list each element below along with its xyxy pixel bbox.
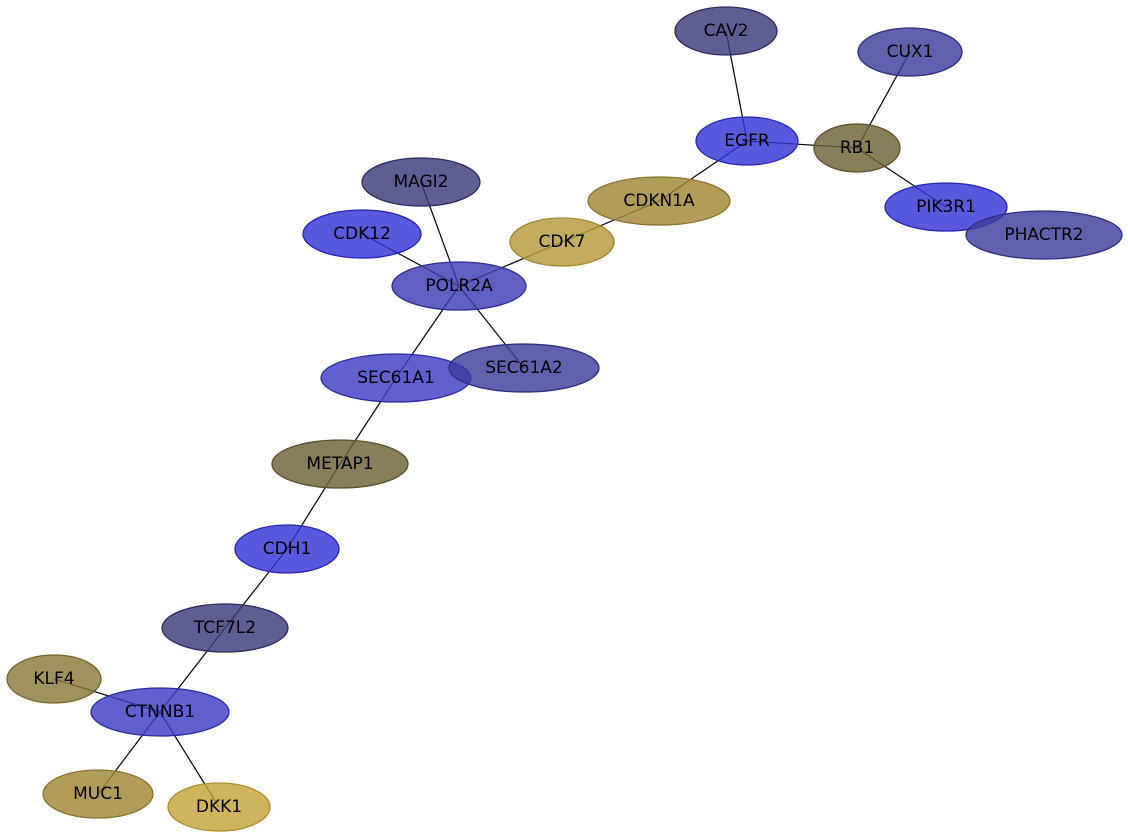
node-klf4[interactable]: KLF4 xyxy=(6,654,102,704)
node-shape-rb1[interactable] xyxy=(813,123,901,173)
node-shape-egfr[interactable] xyxy=(695,116,799,166)
node-shape-cdkn1a[interactable] xyxy=(587,176,731,226)
node-magi2[interactable]: MAGI2 xyxy=(361,157,481,207)
node-shape-polr2a[interactable] xyxy=(391,261,527,311)
node-cav2[interactable]: CAV2 xyxy=(674,6,778,56)
node-label-muc1: MUC1 xyxy=(73,784,123,804)
node-cdh1[interactable]: CDH1 xyxy=(234,524,340,574)
node-label-rb1: RB1 xyxy=(840,138,874,158)
node-shape-metap1[interactable] xyxy=(271,439,409,489)
node-label-cdkn1a: CDKN1A xyxy=(623,191,695,211)
node-label-tcf7l2: TCF7L2 xyxy=(193,618,256,638)
node-shape-cav2[interactable] xyxy=(674,6,778,56)
node-pik3r1[interactable]: PIK3R1 xyxy=(884,182,1008,232)
node-label-klf4: KLF4 xyxy=(33,669,74,689)
node-dkk1[interactable]: DKK1 xyxy=(167,782,271,832)
node-label-egfr: EGFR xyxy=(724,131,770,151)
node-sec61a1[interactable]: SEC61A1 xyxy=(320,353,472,403)
node-shape-cux1[interactable] xyxy=(857,27,963,77)
node-shape-cdk12[interactable] xyxy=(302,209,422,259)
node-shape-klf4[interactable] xyxy=(6,654,102,704)
node-shape-dkk1[interactable] xyxy=(167,782,271,832)
node-label-cav2: CAV2 xyxy=(704,21,749,41)
node-shape-phactr2[interactable] xyxy=(965,210,1123,260)
node-label-cdk12: CDK12 xyxy=(333,224,391,244)
node-shape-cdk7[interactable] xyxy=(509,217,615,267)
node-cdkn1a[interactable]: CDKN1A xyxy=(587,176,731,226)
node-cux1[interactable]: CUX1 xyxy=(857,27,963,77)
node-shape-sec61a2[interactable] xyxy=(448,343,600,393)
node-cdk7[interactable]: CDK7 xyxy=(509,217,615,267)
node-shape-magi2[interactable] xyxy=(361,157,481,207)
node-label-cdh1: CDH1 xyxy=(263,539,312,559)
node-shape-cdh1[interactable] xyxy=(234,524,340,574)
node-ctnnb1[interactable]: CTNNB1 xyxy=(90,687,230,737)
node-label-ctnnb1: CTNNB1 xyxy=(125,702,195,722)
node-label-polr2a: POLR2A xyxy=(425,276,493,296)
node-rb1[interactable]: RB1 xyxy=(813,123,901,173)
node-label-cux1: CUX1 xyxy=(887,42,934,62)
node-phactr2[interactable]: PHACTR2 xyxy=(965,210,1123,260)
node-label-magi2: MAGI2 xyxy=(393,172,448,192)
node-label-phactr2: PHACTR2 xyxy=(1004,225,1083,245)
node-label-cdk7: CDK7 xyxy=(539,232,586,252)
node-egfr[interactable]: EGFR xyxy=(695,116,799,166)
node-muc1[interactable]: MUC1 xyxy=(42,769,154,819)
node-label-metap1: METAP1 xyxy=(306,454,373,474)
node-tcf7l2[interactable]: TCF7L2 xyxy=(161,603,289,653)
node-cdk12[interactable]: CDK12 xyxy=(302,209,422,259)
node-polr2a[interactable]: POLR2A xyxy=(391,261,527,311)
node-label-sec61a1: SEC61A1 xyxy=(357,368,434,388)
node-label-sec61a2: SEC61A2 xyxy=(485,358,562,378)
node-shape-ctnnb1[interactable] xyxy=(90,687,230,737)
node-metap1[interactable]: METAP1 xyxy=(271,439,409,489)
node-label-pik3r1: PIK3R1 xyxy=(916,197,976,217)
node-label-dkk1: DKK1 xyxy=(196,797,242,817)
node-shape-tcf7l2[interactable] xyxy=(161,603,289,653)
node-shape-muc1[interactable] xyxy=(42,769,154,819)
node-sec61a2[interactable]: SEC61A2 xyxy=(448,343,600,393)
node-shape-pik3r1[interactable] xyxy=(884,182,1008,232)
